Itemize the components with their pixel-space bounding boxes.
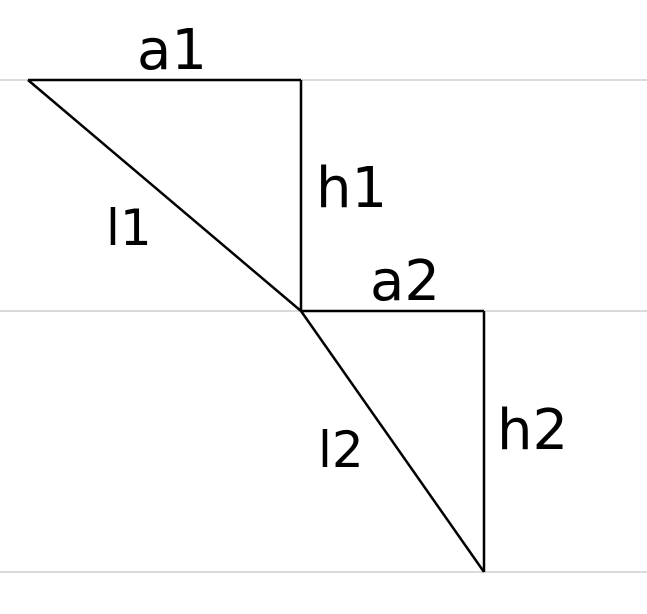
triangle-2	[299, 309, 486, 573]
label-a2: a2	[370, 249, 440, 314]
label-h2: h2	[497, 398, 568, 463]
label-h1: h1	[316, 156, 387, 221]
label-a1: a1	[137, 18, 207, 83]
label-l1: l1	[106, 199, 152, 257]
triangle-1	[27, 78, 303, 312]
side-l1	[27, 79, 302, 312]
side-l2	[299, 310, 486, 573]
label-l2: l2	[318, 421, 364, 479]
